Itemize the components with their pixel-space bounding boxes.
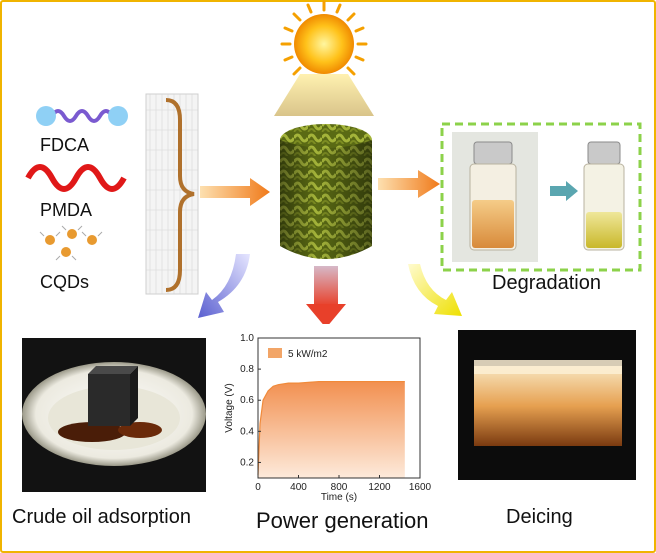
x-tick-label: 800 [331, 482, 348, 493]
y-tick-label: 0.8 [240, 364, 254, 375]
label-pmda: PMDA [40, 200, 93, 220]
arrow-to-deicing [408, 264, 462, 316]
vial-before [452, 132, 538, 262]
arrow-to-crude-oil [198, 254, 250, 318]
aerogel-cylinder [280, 124, 372, 259]
y-tick-label: 0.6 [240, 395, 254, 406]
series-area [258, 381, 405, 478]
vial-after [583, 141, 625, 251]
y-tick-label: 1.0 [240, 333, 254, 344]
y-tick-label: 0.4 [240, 426, 254, 437]
arrow-to-power [306, 266, 346, 328]
x-tick-label: 400 [290, 482, 307, 493]
x-tick-label: 0 [255, 482, 261, 493]
label-cqds: CQDs [40, 272, 89, 292]
y-axis-label: Voltage (V) [224, 383, 235, 432]
y-tick-label: 0.2 [240, 457, 254, 468]
x-tick-label: 1200 [368, 482, 391, 493]
arrow-to-degradation [378, 170, 440, 198]
cqds-icon [39, 225, 103, 261]
label-fdca: FDCA [40, 135, 89, 155]
light-beam [274, 74, 374, 116]
label-crude-oil: Crude oil adsorption [12, 506, 191, 528]
arrow-to-aerogel [200, 178, 270, 206]
sun-icon [280, 0, 368, 88]
pmda-chain-icon [25, 164, 127, 192]
x-axis-label: Time (s) [321, 492, 357, 503]
degradation-arrow [550, 181, 578, 201]
x-tick-label: 1600 [409, 482, 432, 493]
label-degradation: Degradation [492, 272, 601, 294]
label-deicing: Deicing [506, 506, 573, 528]
label-power-generation: Power generation [256, 508, 429, 533]
fdca-molecule-icon [36, 106, 128, 126]
legend-label: 5 kW/m2 [288, 349, 328, 360]
deicing-photo [458, 330, 636, 480]
monomer-bracket [145, 93, 199, 295]
series-line [257, 380, 405, 475]
legend-swatch [268, 348, 282, 358]
crude-oil-photo [22, 338, 206, 492]
